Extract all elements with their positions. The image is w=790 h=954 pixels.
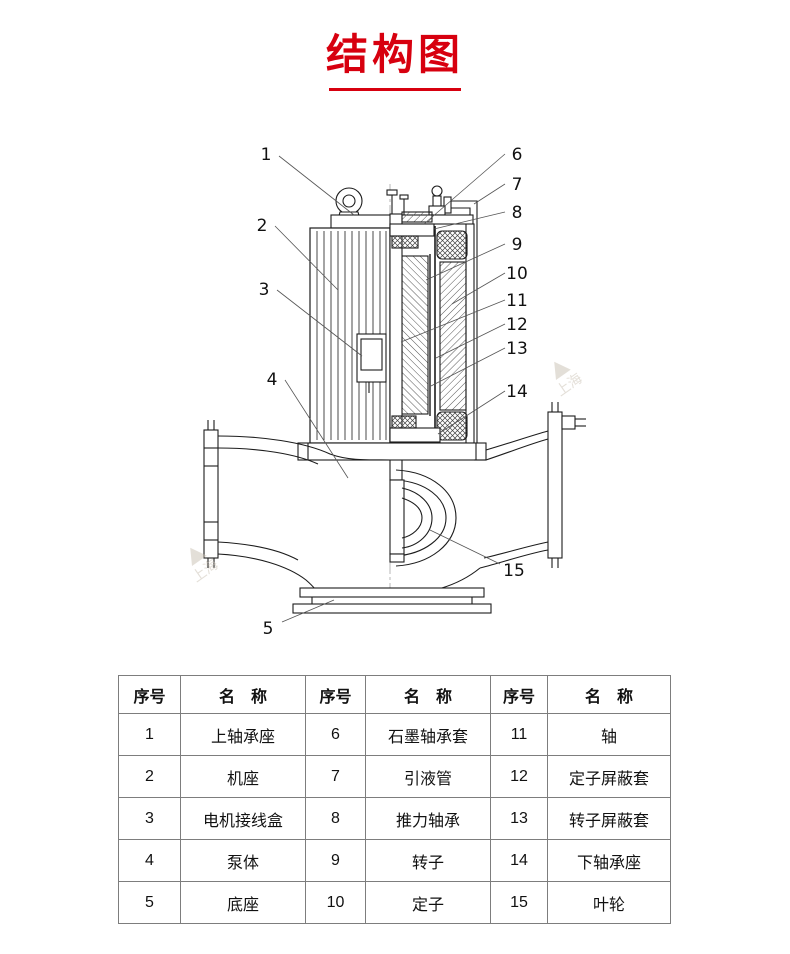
vent-plugs <box>386 185 446 216</box>
part-name: 叶轮 <box>547 881 671 924</box>
part-no: 3 <box>118 797 181 840</box>
triangle-logo-icon <box>554 361 571 380</box>
callout-6: 6 <box>512 145 523 165</box>
callout-2: 2 <box>257 216 268 236</box>
callout-15: 15 <box>503 561 525 581</box>
callout-numbers: 1 2 3 4 5 6 7 8 9 10 11 12 13 14 15 <box>257 145 528 639</box>
watermark-right: 上海 <box>553 361 585 400</box>
table-row: 1 上轴承座 6 石墨轴承套 11 轴 <box>118 713 671 756</box>
part-no: 2 <box>118 755 181 798</box>
part-no: 12 <box>490 755 548 798</box>
discharge-flange <box>547 411 563 559</box>
part-no: 11 <box>490 713 548 756</box>
part-no: 10 <box>305 881 366 924</box>
part-name: 下轴承座 <box>547 839 671 882</box>
part-name: 轴 <box>547 713 671 756</box>
rotor-core <box>401 255 429 415</box>
base-stand <box>292 587 492 614</box>
part-no: 8 <box>305 797 366 840</box>
triangle-logo-icon <box>190 547 207 566</box>
part-no: 1 <box>118 713 181 756</box>
part-no: 13 <box>490 797 548 840</box>
table-row: 3 电机接线盒 8 推力轴承 13 转子屏蔽套 <box>118 797 671 840</box>
stator-core <box>439 261 467 411</box>
aux-fitting <box>561 415 576 430</box>
stator-winding-bottom <box>436 411 468 441</box>
part-name: 机座 <box>180 755 306 798</box>
col-header-no: 序号 <box>305 675 366 714</box>
table-row: 5 底座 10 定子 15 叶轮 <box>118 881 671 924</box>
suction-flange <box>203 429 219 559</box>
lower-graphite-sleeve <box>391 415 417 429</box>
part-no: 7 <box>305 755 366 798</box>
part-name: 定子 <box>365 881 491 924</box>
callout-4: 4 <box>267 370 278 390</box>
page-title: 结构图 <box>325 31 464 78</box>
part-no: 15 <box>490 881 548 924</box>
callout-3: 3 <box>259 280 270 300</box>
callout-7: 7 <box>512 175 523 195</box>
callout-9: 9 <box>512 235 523 255</box>
title-underline <box>329 88 461 92</box>
callout-11: 11 <box>506 291 528 311</box>
col-header-no: 序号 <box>490 675 548 714</box>
part-name: 泵体 <box>180 839 306 882</box>
part-name: 石墨轴承套 <box>365 713 491 756</box>
motor-flange <box>297 442 487 461</box>
part-name: 上轴承座 <box>180 713 306 756</box>
callout-14: 14 <box>506 382 528 402</box>
part-no: 5 <box>118 881 181 924</box>
col-header-no: 序号 <box>118 675 181 714</box>
callout-12: 12 <box>506 315 528 335</box>
graphite-bearing-sleeve <box>391 235 419 249</box>
table-row: 4 泵体 9 转子 14 下轴承座 <box>118 839 671 882</box>
part-name: 推力轴承 <box>365 797 491 840</box>
page-header: 结构图 <box>0 0 790 92</box>
parts-table: 序号 名 称 序号 名 称 序号 名 称 1 上轴承座 6 石墨轴承套 11 轴… <box>118 675 671 924</box>
volute-section <box>389 402 586 596</box>
stator-winding-top <box>436 230 468 260</box>
motor-section <box>389 211 475 481</box>
pump-structure-diagram: 上海 上海 1 2 3 4 <box>189 145 586 639</box>
part-name: 转子 <box>365 839 491 882</box>
lower-bearing-seat <box>389 427 441 443</box>
part-name: 转子屏蔽套 <box>547 797 671 840</box>
col-header-name: 名 称 <box>547 675 671 714</box>
junction-box <box>356 333 387 393</box>
upper-bearing-seat <box>389 223 435 237</box>
callout-8: 8 <box>512 203 523 223</box>
part-no: 14 <box>490 839 548 882</box>
callout-leaders <box>274 153 506 623</box>
col-header-name: 名 称 <box>180 675 306 714</box>
part-name: 定子屏蔽套 <box>547 755 671 798</box>
table-header-row: 序号 名 称 序号 名 称 序号 名 称 <box>118 675 671 714</box>
part-name: 电机接线盒 <box>180 797 306 840</box>
callout-1: 1 <box>261 145 272 165</box>
part-no: 4 <box>118 839 181 882</box>
col-header-name: 名 称 <box>365 675 491 714</box>
callout-5: 5 <box>263 619 274 639</box>
part-name: 引液管 <box>365 755 491 798</box>
callout-13: 13 <box>506 339 528 359</box>
impeller <box>389 479 433 563</box>
callout-10: 10 <box>506 264 528 284</box>
part-no: 9 <box>305 839 366 882</box>
motor-housing-fins <box>309 227 391 444</box>
part-no: 6 <box>305 713 366 756</box>
table-row: 2 机座 7 引液管 12 定子屏蔽套 <box>118 755 671 798</box>
part-name: 底座 <box>180 881 306 924</box>
